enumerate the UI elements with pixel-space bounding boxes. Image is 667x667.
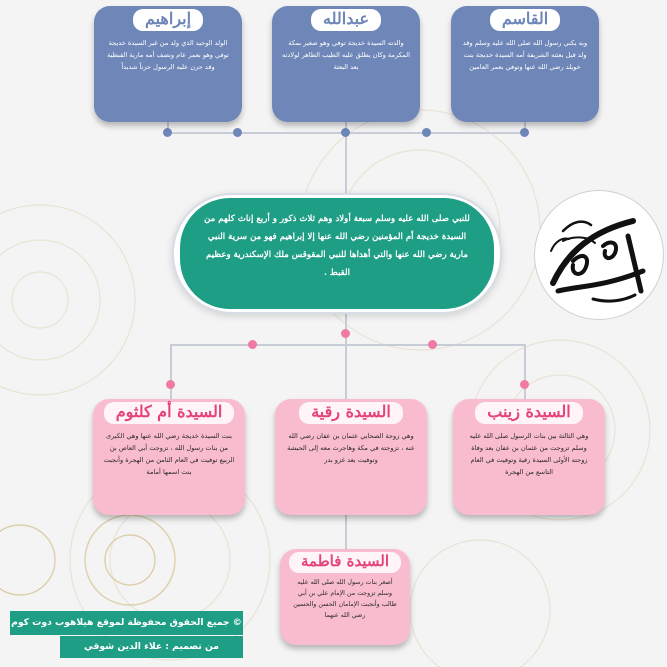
daughter-card-zainab: السيدة زينب وهي الثالثة بين بنات الرسول … (453, 399, 605, 515)
connector-bottom-vertical-middle (345, 344, 347, 399)
card-title: السيدة أم كلثوم (103, 402, 235, 424)
connector-dot (341, 128, 350, 137)
connector-dot (422, 128, 431, 137)
card-body: وبه يكني رسول الله صلى الله عليه وسلم وق… (462, 39, 588, 71)
son-card-ibrahim: إبراهيم الولد الوحيد الذي ولد من غير الس… (94, 6, 242, 122)
calligraphy-icon (550, 218, 646, 303)
connector-dot (341, 329, 350, 338)
center-summary: للنبي صلى الله عليه وسلم سبعة أولاد وهم … (180, 198, 494, 309)
connector-dot (428, 340, 437, 349)
connector-bottom-vertical-right (524, 344, 526, 399)
connector-dot (520, 380, 529, 389)
connector-dot (233, 128, 242, 137)
connector-dot (520, 128, 529, 137)
son-card-qasim: القاسم وبه يكني رسول الله صلى الله عليه … (451, 6, 599, 122)
connector-bottom-horizontal (170, 344, 526, 346)
card-title: السيدة رقية (299, 402, 403, 424)
card-title: السيدة فاطمة (289, 552, 401, 573)
connector-dot (166, 380, 175, 389)
card-title: السيدة زينب (475, 402, 583, 424)
card-body: وهي الثالثة بين بنات الرسول صلى الله علي… (469, 432, 589, 476)
card-body: الولد الوحيد الذي ولد من غير السيدة خديج… (107, 39, 229, 71)
card-body: بنت السيدة خديجة رضي الله عنها وهي الكبر… (103, 432, 235, 476)
connector-top-to-center (345, 162, 347, 193)
connector-to-fatima (345, 515, 347, 549)
connector-dot (248, 340, 257, 349)
daughter-card-ruqayya: السيدة رقية وهي زوجة الصحابي عثمان بن عف… (275, 399, 427, 515)
card-body: أصغر بنات رسول الله صلى الله عليه وسلم ت… (293, 579, 397, 619)
card-title: القاسم (489, 9, 561, 31)
calligraphy-emblem (534, 190, 664, 320)
connector-bottom-vertical-left (170, 344, 172, 399)
card-title: عبدالله (311, 9, 381, 31)
card-title: إبراهيم (132, 9, 204, 31)
daughter-card-fatima: السيدة فاطمة أصغر بنات رسول الله صلى الل… (280, 549, 410, 645)
card-body: وهي زوجة الصحابي عثمان بن عفان رضي الله … (287, 432, 415, 464)
connector-dot (163, 128, 172, 137)
son-card-abdullah: عبدالله والدته السيدة خديجة توفي وهو صغي… (272, 6, 420, 122)
connector-top-vertical-middle (345, 122, 347, 162)
daughter-card-umkulthum: السيدة أم كلثوم بنت السيدة خديجة رضي الل… (93, 399, 245, 515)
card-body: والدته السيدة خديجة توفي وهو صغير بمكة ا… (282, 39, 410, 71)
designer-credit: من تصميم : علاء الدين شوقي (60, 636, 243, 658)
copyright-notice: © جميع الحقوق محفوظة لموقع هيلاهوب دوت ك… (10, 611, 243, 635)
